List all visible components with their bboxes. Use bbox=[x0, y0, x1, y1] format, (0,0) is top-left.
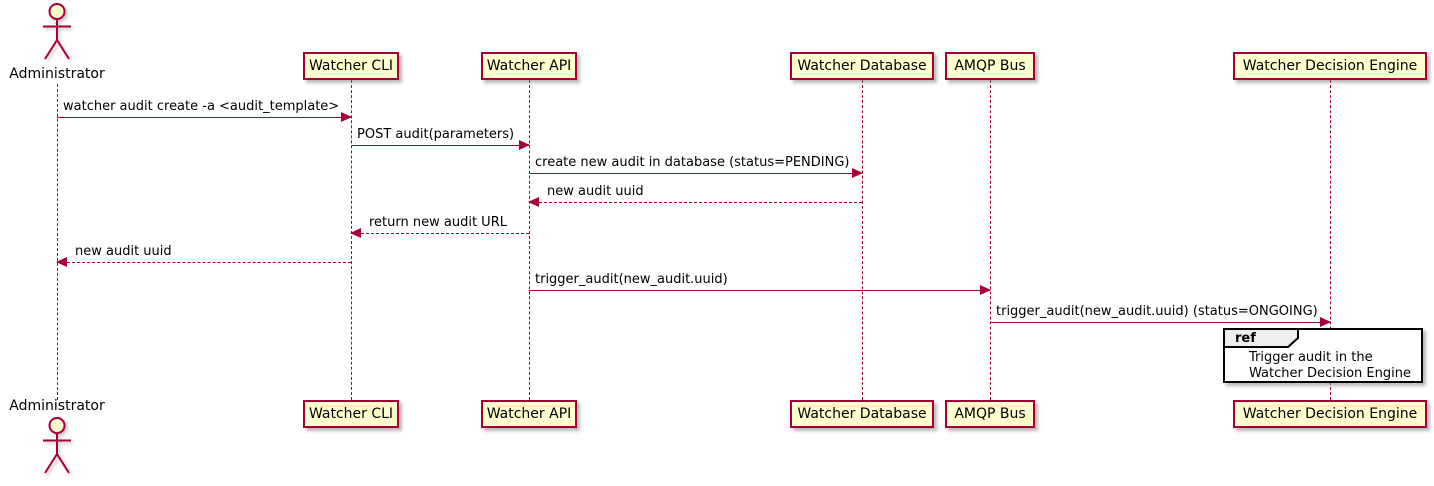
arrowhead-right-icon bbox=[1320, 317, 1331, 327]
message-label: trigger_audit(new_audit.uuid) (status=ON… bbox=[996, 304, 1318, 319]
lifeline-amqp-bus bbox=[990, 80, 991, 400]
participant-watcher-database-bottom: Watcher Database bbox=[790, 400, 934, 428]
actor-label-bottom: Administrator bbox=[9, 398, 105, 414]
participant-watcher-decision-engine-top: Watcher Decision Engine bbox=[1233, 52, 1427, 80]
ref-content: Trigger audit in the Watcher Decision En… bbox=[1225, 330, 1421, 382]
lifeline-watcher-cli bbox=[351, 80, 352, 400]
message-label: return new audit URL bbox=[369, 215, 507, 230]
message-trigger-audit: trigger_audit(new_audit.uuid) bbox=[529, 272, 991, 295]
message-audit-create: watcher audit create -a <audit_template> bbox=[57, 99, 352, 122]
arrowhead-right-icon bbox=[519, 140, 530, 150]
actor-icon bbox=[43, 417, 71, 474]
message-post-audit: POST audit(parameters) bbox=[351, 127, 530, 150]
message-label: create new audit in database (status=PEN… bbox=[535, 155, 850, 170]
ref-keyword: ref bbox=[1235, 331, 1256, 346]
message-label: new audit uuid bbox=[75, 244, 172, 259]
actor-label-top: Administrator bbox=[9, 66, 105, 82]
participant-watcher-api-top: Watcher API bbox=[481, 52, 577, 80]
participant-watcher-cli-top: Watcher CLI bbox=[303, 52, 399, 80]
arrowhead-right-icon bbox=[341, 112, 352, 122]
participant-watcher-cli-bottom: Watcher CLI bbox=[303, 400, 399, 428]
lifeline-watcher-decision-engine bbox=[1330, 80, 1331, 400]
arrowhead-right-icon bbox=[980, 285, 991, 295]
arrowhead-left-icon bbox=[350, 228, 361, 238]
message-new-audit-uuid-cli: new audit uuid bbox=[56, 244, 351, 267]
ref-text-line: Watcher Decision Engine bbox=[1249, 366, 1411, 381]
message-label: POST audit(parameters) bbox=[357, 127, 515, 142]
participant-watcher-database-top: Watcher Database bbox=[790, 52, 934, 80]
message-label: watcher audit create -a <audit_template> bbox=[63, 99, 340, 114]
arrowhead-left-icon bbox=[56, 257, 67, 267]
message-label: trigger_audit(new_audit.uuid) bbox=[535, 272, 728, 287]
participant-amqp-bus-top: AMQP Bus bbox=[945, 52, 1035, 80]
message-label: new audit uuid bbox=[547, 184, 644, 199]
ref-fragment: ref Trigger audit in the Watcher Decisio… bbox=[1223, 328, 1423, 383]
participant-watcher-api-bottom: Watcher API bbox=[481, 400, 577, 428]
lifeline-watcher-api bbox=[529, 80, 530, 400]
arrowhead-left-icon bbox=[528, 197, 539, 207]
lifeline-administrator bbox=[57, 84, 58, 400]
participant-watcher-decision-engine-bottom: Watcher Decision Engine bbox=[1233, 400, 1427, 428]
message-trigger-audit-ongoing: trigger_audit(new_audit.uuid) (status=ON… bbox=[990, 304, 1331, 327]
message-create-audit-db: create new audit in database (status=PEN… bbox=[529, 155, 863, 178]
lifeline-watcher-database bbox=[862, 80, 863, 400]
actor-icon bbox=[43, 3, 71, 60]
ref-header-pentagon-icon bbox=[1223, 328, 1299, 348]
message-return-audit-url: return new audit URL bbox=[350, 215, 529, 238]
arrowhead-right-icon bbox=[852, 168, 863, 178]
ref-text-line: Trigger audit in the bbox=[1249, 350, 1373, 365]
participant-amqp-bus-bottom: AMQP Bus bbox=[945, 400, 1035, 428]
message-new-audit-uuid-db: new audit uuid bbox=[528, 184, 862, 207]
